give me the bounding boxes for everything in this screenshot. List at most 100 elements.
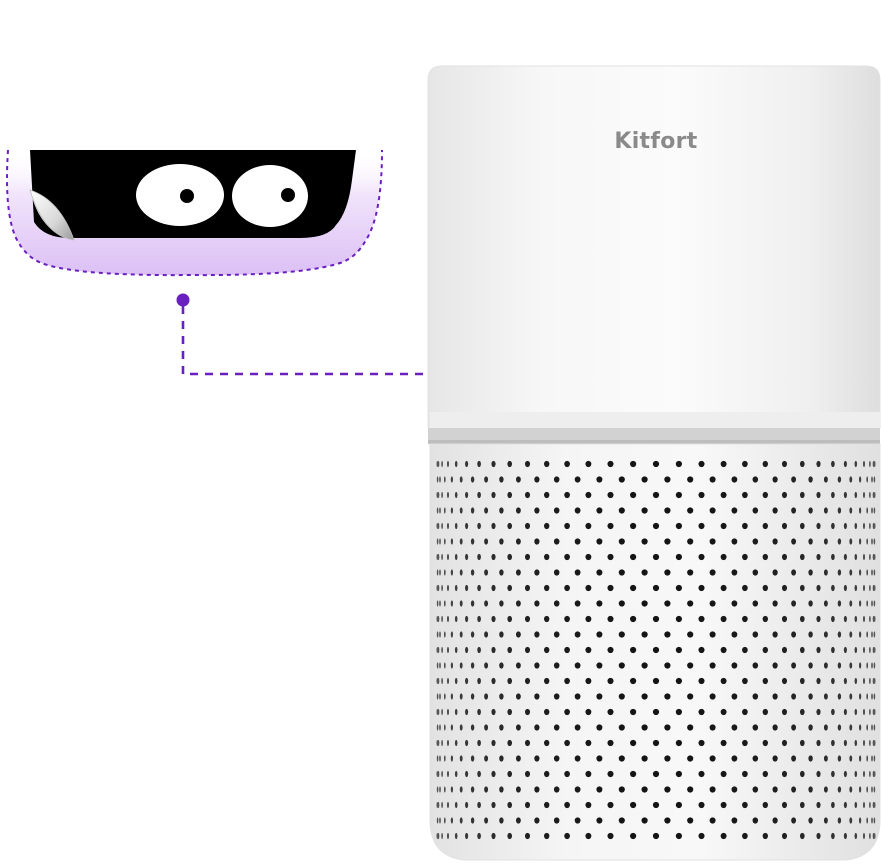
grille-hole bbox=[858, 538, 862, 545]
grille-hole bbox=[762, 522, 768, 530]
grille-hole bbox=[596, 569, 603, 576]
grille-hole bbox=[641, 693, 648, 700]
grille-hole bbox=[447, 615, 449, 623]
grille-hole bbox=[630, 708, 637, 716]
grille-hole bbox=[849, 569, 853, 576]
grille-hole bbox=[465, 491, 469, 499]
grille-hole bbox=[447, 770, 449, 778]
grille-hole bbox=[436, 770, 439, 778]
grille-hole bbox=[439, 693, 441, 700]
grille-hole bbox=[524, 584, 531, 592]
grille-hole bbox=[630, 739, 637, 747]
grille-hole bbox=[441, 739, 443, 747]
grille-hole bbox=[742, 460, 748, 468]
grille-hole bbox=[781, 646, 788, 654]
grille-hole bbox=[772, 569, 778, 576]
grille-hole bbox=[772, 538, 778, 545]
grille-hole bbox=[436, 708, 439, 716]
grille-hole bbox=[436, 801, 439, 809]
grille-hole bbox=[873, 476, 876, 483]
grille-hole bbox=[869, 770, 871, 778]
grille-hole bbox=[858, 786, 862, 793]
grille-hole bbox=[618, 693, 625, 700]
grille-hole bbox=[437, 801, 440, 809]
grille-hole bbox=[470, 631, 475, 638]
grille-hole bbox=[630, 584, 637, 592]
grille-hole bbox=[816, 460, 821, 468]
grille-hole bbox=[858, 662, 862, 669]
grille-hole bbox=[534, 817, 540, 824]
grille-hole bbox=[873, 538, 876, 545]
grille-hole bbox=[436, 538, 439, 545]
grille-hole bbox=[585, 739, 592, 747]
grille-hole bbox=[534, 476, 540, 483]
grille-hole bbox=[507, 615, 512, 623]
grille-hole bbox=[441, 646, 443, 654]
grille-hole bbox=[444, 600, 446, 607]
grille-hole bbox=[866, 662, 868, 669]
grille-hole bbox=[772, 817, 778, 824]
grille-hole bbox=[869, 584, 871, 592]
grille-hole bbox=[873, 755, 876, 762]
grille-hole bbox=[872, 708, 875, 716]
grille-hole bbox=[698, 615, 705, 623]
grille-hole bbox=[524, 770, 531, 778]
grille-hole bbox=[574, 631, 581, 638]
grille-hole bbox=[499, 724, 504, 731]
grille-hole bbox=[831, 832, 835, 840]
grille-hole bbox=[863, 646, 865, 654]
grille-hole bbox=[618, 786, 625, 793]
grille-hole bbox=[507, 739, 512, 747]
grille-hole bbox=[553, 724, 560, 731]
grille-hole bbox=[499, 631, 504, 638]
grille-hole bbox=[574, 538, 581, 545]
grille-hole bbox=[596, 817, 603, 824]
grille-hole bbox=[816, 677, 821, 685]
grille-hole bbox=[437, 553, 440, 561]
grille-hole bbox=[436, 460, 439, 468]
grille-hole bbox=[742, 646, 748, 654]
grille-hole bbox=[720, 584, 727, 592]
grille-hole bbox=[762, 677, 768, 685]
grille-hole bbox=[515, 569, 521, 576]
grille-hole bbox=[499, 476, 504, 483]
grille-hole bbox=[791, 476, 797, 483]
grille-hole bbox=[720, 770, 727, 778]
grille-hole bbox=[664, 786, 671, 793]
grille-hole bbox=[664, 662, 671, 669]
grille-hole bbox=[596, 631, 603, 638]
grille-hole bbox=[866, 724, 868, 731]
grille-hole bbox=[436, 584, 439, 592]
grille-hole bbox=[564, 491, 570, 499]
grille-hole bbox=[454, 553, 458, 561]
grille-hole bbox=[843, 832, 847, 840]
grille-hole bbox=[823, 569, 828, 576]
grille-hole bbox=[652, 646, 660, 654]
grille-hole bbox=[720, 491, 727, 499]
grille-hole bbox=[437, 739, 440, 747]
grille-hole bbox=[477, 770, 481, 778]
grille-hole bbox=[698, 801, 705, 809]
grille-hole bbox=[791, 507, 797, 514]
grille-hole bbox=[791, 786, 797, 793]
grille-hole bbox=[849, 755, 853, 762]
grille-hole bbox=[791, 755, 797, 762]
grille-hole bbox=[618, 817, 625, 824]
grille-hole bbox=[524, 491, 531, 499]
grille-hole bbox=[816, 739, 821, 747]
grille-hole bbox=[831, 708, 835, 716]
grille-hole bbox=[709, 662, 716, 669]
grille-hole bbox=[454, 584, 458, 592]
grille-hole bbox=[437, 460, 440, 468]
grille-hole bbox=[808, 631, 813, 638]
grille-hole bbox=[544, 522, 550, 530]
grille-hole bbox=[772, 507, 778, 514]
grille-hole bbox=[863, 553, 865, 561]
grille-hole bbox=[866, 600, 868, 607]
grille-hole bbox=[444, 507, 446, 514]
grille-hole bbox=[816, 491, 821, 499]
grille-hole bbox=[731, 693, 738, 700]
grille-hole bbox=[441, 770, 443, 778]
grille-hole bbox=[491, 584, 496, 592]
grille-hole bbox=[742, 615, 748, 623]
